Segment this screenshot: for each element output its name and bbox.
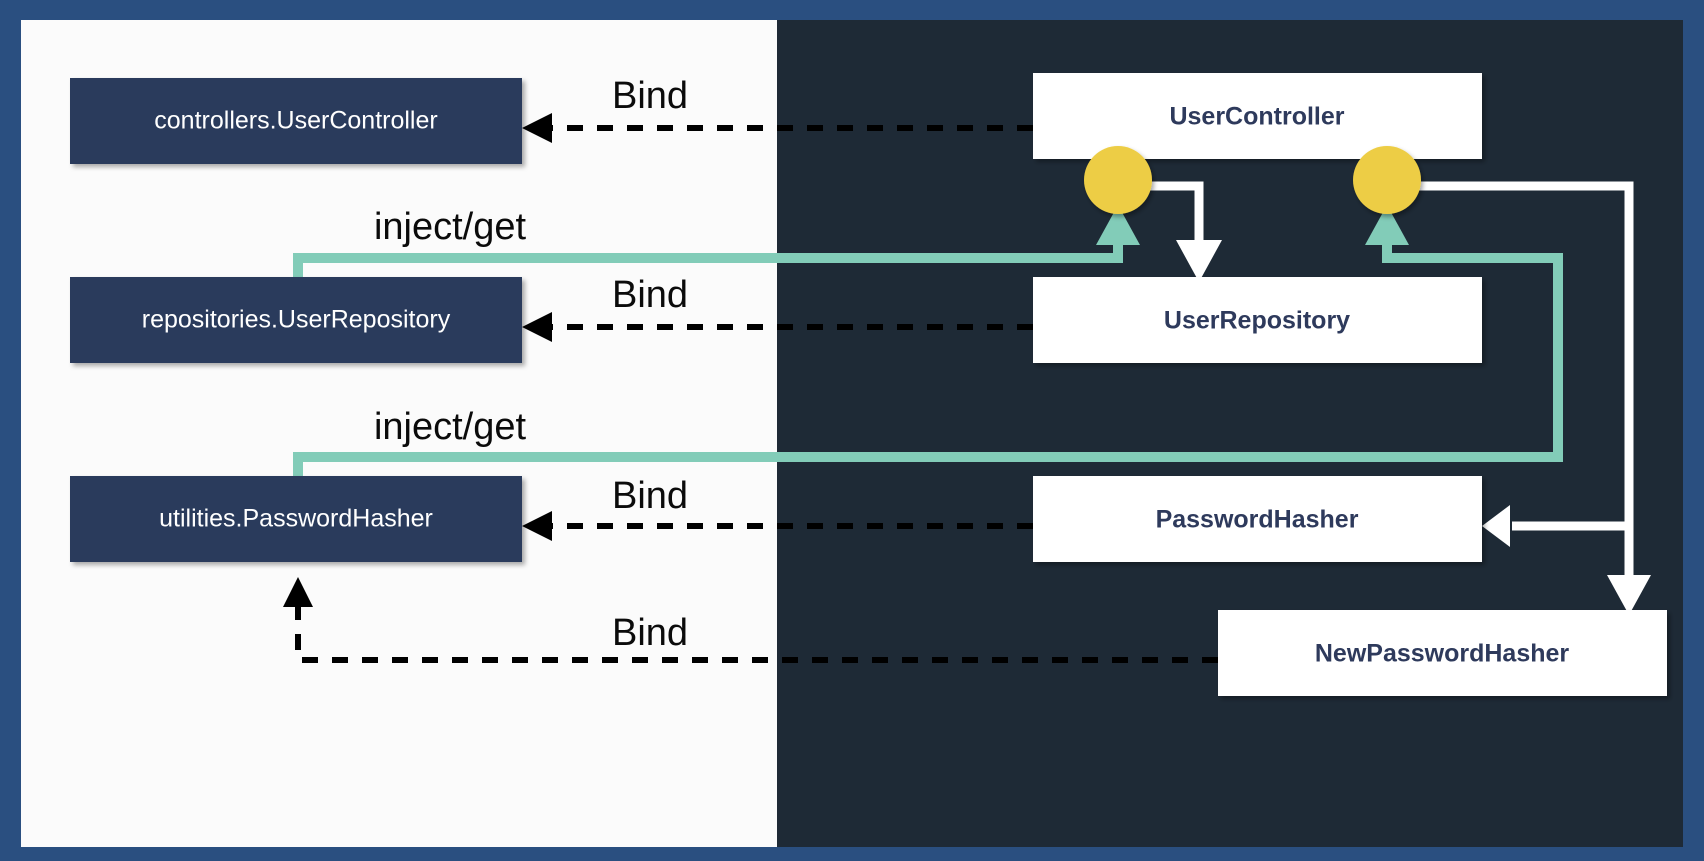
box-label: NewPasswordHasher <box>1315 640 1570 668</box>
box-usercontroller[interactable]: UserController <box>1033 73 1482 159</box>
box-label: utilities.PasswordHasher <box>159 505 433 533</box>
box-controllers-usercontroller[interactable]: controllers.UserController <box>70 78 522 164</box>
edge-bind-usercontroller <box>522 113 1033 143</box>
edge-bind-newpasswordhasher <box>283 577 1218 663</box>
box-label: repositories.UserRepository <box>142 306 451 334</box>
box-passwordhasher[interactable]: PasswordHasher <box>1033 476 1482 562</box>
box-label: PasswordHasher <box>1156 506 1359 534</box>
box-label: controllers.UserController <box>154 107 437 135</box>
box-userrepository[interactable]: UserRepository <box>1033 277 1482 363</box>
injection-point-marker-icon[interactable] <box>1084 146 1152 214</box>
edge-label-bind-userrepository: Bind <box>612 274 688 316</box>
edge-label-inject-passwordhasher: inject/get <box>374 406 527 448</box>
edge-bind-userrepository <box>522 312 1033 342</box>
box-repositories-userrepository[interactable]: repositories.UserRepository <box>70 277 522 363</box>
edge-label-bind-newpasswordhasher: Bind <box>612 612 688 654</box>
edge-label-inject-userrepository: inject/get <box>374 206 527 248</box>
box-newpasswordhasher[interactable]: NewPasswordHasher <box>1218 610 1667 696</box>
edge-usercontroller-to-newpasswordhasher <box>1607 186 1651 615</box>
edge-bind-passwordhasher <box>522 511 1033 541</box>
edge-inject-passwordhasher <box>293 205 1563 562</box>
box-label: UserController <box>1169 103 1344 131</box>
edge-label-bind-passwordhasher: Bind <box>612 475 688 517</box>
box-label: UserRepository <box>1164 307 1350 335</box>
edge-label-bind-usercontroller: Bind <box>612 75 688 117</box>
injection-point-marker-icon[interactable] <box>1353 146 1421 214</box>
box-utilities-passwordhasher[interactable]: utilities.PasswordHasher <box>70 476 522 562</box>
